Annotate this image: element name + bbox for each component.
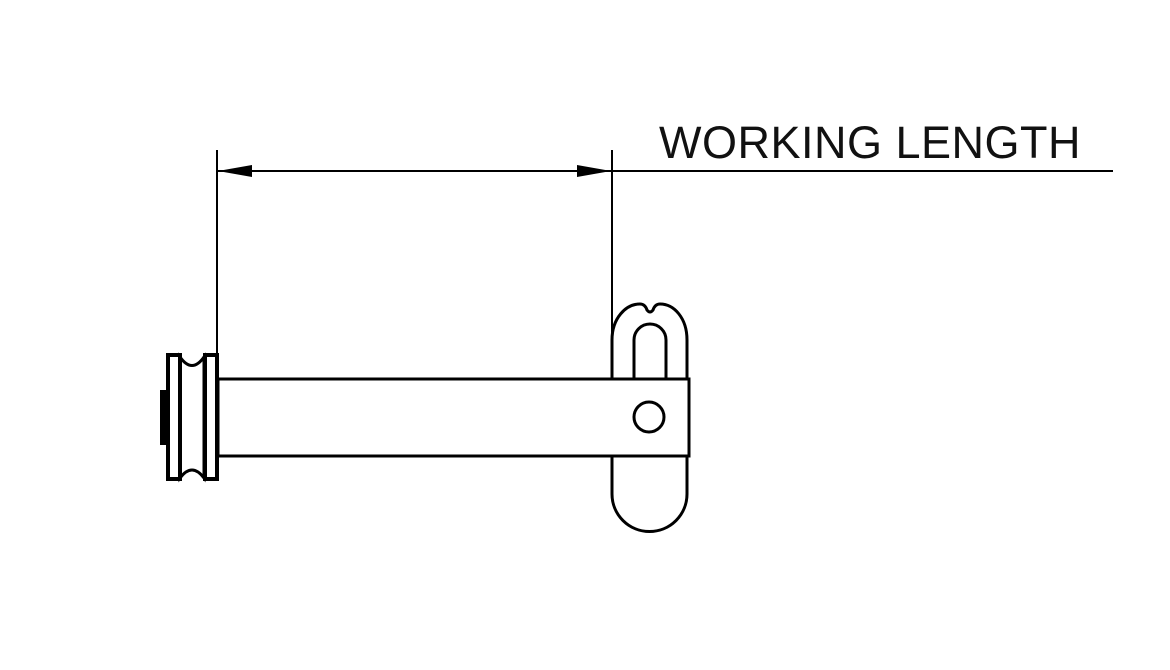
head-flange-outer bbox=[166, 353, 182, 481]
pin-shaft bbox=[216, 377, 691, 458]
arrow-right-icon bbox=[577, 165, 611, 177]
dimension-arrows bbox=[218, 165, 611, 177]
clip-lower-loop bbox=[610, 450, 689, 533]
head-boss bbox=[160, 390, 168, 445]
pin-head bbox=[160, 352, 219, 483]
arrow-left-icon bbox=[218, 165, 252, 177]
working-length-label: WORKING LENGTH bbox=[659, 117, 1081, 168]
retaining-clip-upper bbox=[610, 302, 689, 384]
head-flange-inner bbox=[203, 353, 219, 481]
clip-inner-slot bbox=[632, 322, 668, 384]
head-groove bbox=[178, 352, 206, 483]
cross-hole bbox=[632, 400, 666, 434]
